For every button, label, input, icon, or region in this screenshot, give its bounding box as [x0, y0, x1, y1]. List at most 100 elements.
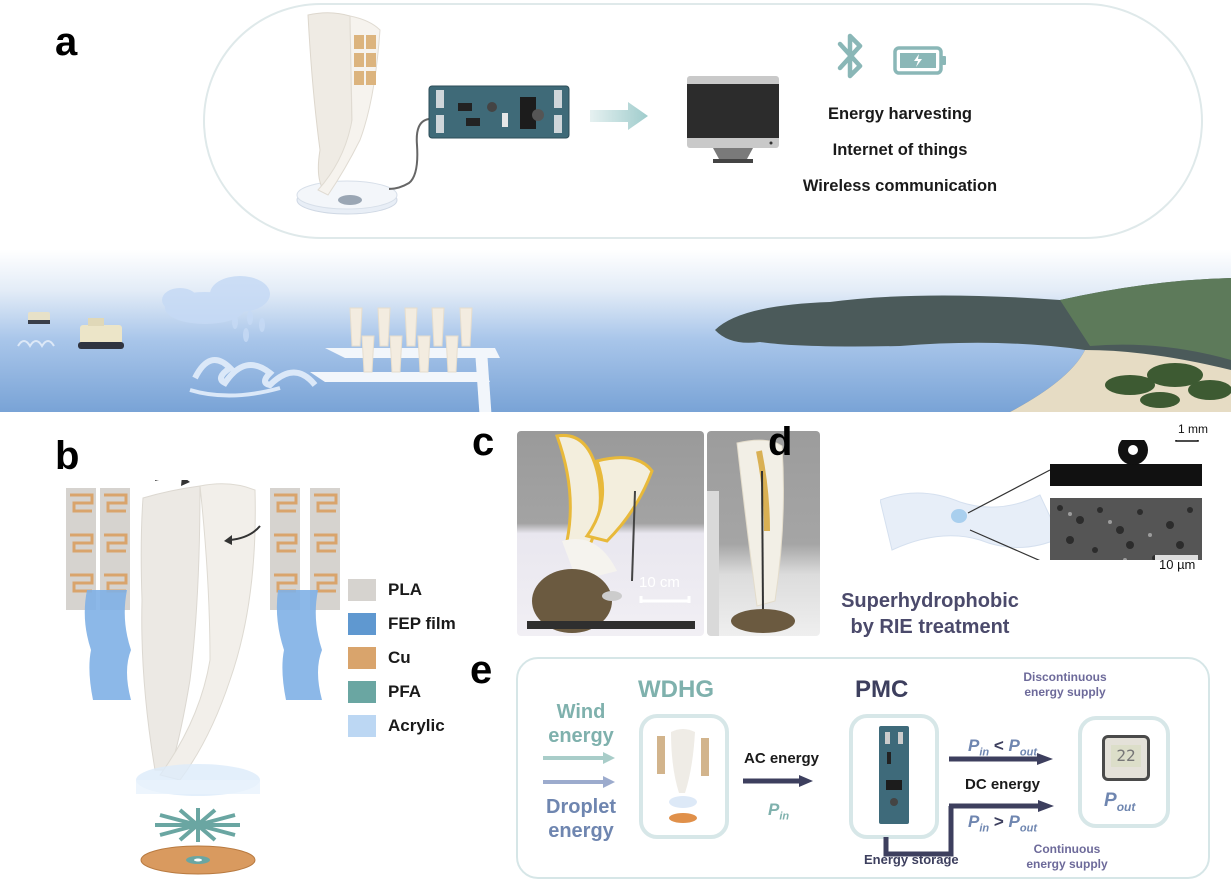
panel-d-label: d [768, 420, 793, 464]
legend-swatch-fep [348, 613, 376, 635]
panel-a-label: a [55, 20, 78, 64]
platform-upper [325, 348, 500, 358]
panel-c-label: c [472, 420, 495, 464]
droplet-line-1: Droplet [546, 796, 616, 818]
dc-energy-label: DC energy [965, 776, 1041, 793]
ac-arrow [743, 775, 813, 787]
superhydrophobic-caption: Superhydrophobic by RIE treatment [820, 588, 1040, 640]
scale-10um-label: 10 µm [1159, 557, 1196, 572]
wind-line-2: energy [548, 725, 614, 747]
less-than-symbol: < [993, 736, 1004, 755]
legend-swatch-pfa [348, 681, 376, 703]
legend-item: PFA [348, 675, 456, 709]
ac-energy-label: AC energy [744, 750, 820, 767]
pin-less-pout-label: Pin < Pout [968, 736, 1037, 758]
pla-blade-left [140, 485, 201, 771]
wind-energy-label: Wind energy [546, 700, 616, 748]
p-subscript: in [779, 810, 790, 823]
film-sheet [880, 492, 1061, 551]
legend-label: PFA [388, 682, 422, 701]
legend-swatch-cu [348, 647, 376, 669]
exploded-turbine-diagram [66, 480, 340, 875]
display-reading: 22 [1111, 745, 1141, 767]
dc-arrow-upper [949, 753, 1053, 765]
wind-line-1: Wind [556, 701, 606, 723]
monitor-icon [687, 76, 779, 163]
electrode-strip-right [270, 488, 340, 610]
pfa-spokes [155, 808, 240, 842]
ship-icon [78, 318, 124, 349]
photo-turbine-closed [707, 431, 820, 636]
wdhg-card [639, 714, 729, 839]
material-legend: PLA FEP film Cu PFA Acrylic [348, 573, 456, 743]
discontinuous-line-2: energy supply [1024, 685, 1106, 699]
small-wave-icon [17, 340, 55, 348]
p-out-label: Pout [1104, 790, 1135, 814]
output-device-card: 22 Pout [1078, 716, 1170, 828]
p-in-label: Pin [768, 800, 789, 822]
wind-turbine-device-icon [296, 12, 398, 215]
energy-storage-label: Energy storage [864, 852, 959, 867]
photo-turbine-open: 10 cm [517, 431, 704, 636]
droplet-energy-label: Droplet energy [538, 795, 624, 843]
legend-label: FEP film [388, 614, 456, 633]
p-subscript: out [1116, 799, 1136, 814]
pmc-title: PMC [855, 676, 909, 703]
caption-line-2: by RIE treatment [850, 616, 1010, 638]
legend-item: Cu [348, 641, 456, 675]
palm-trees [1105, 363, 1231, 408]
p-symbol: P [768, 800, 780, 819]
wdhg-title: WDHG [638, 676, 714, 703]
superhydrophobic-film-diagram [880, 440, 1202, 560]
greater-than-symbol: > [993, 812, 1004, 831]
pmc-card [849, 714, 939, 839]
fep-film-right [276, 590, 322, 700]
p-subscript: in [979, 746, 990, 759]
legend-label: PLA [388, 580, 422, 599]
ocean-scene [0, 250, 1231, 412]
platform-lower [310, 372, 490, 382]
cable-icon [388, 118, 430, 190]
continuous-line-1: Continuous [1033, 842, 1101, 856]
input-arrows [543, 752, 615, 788]
legend-swatch-pla [348, 579, 376, 601]
p-symbol: P [968, 812, 980, 831]
p-subscript: out [1019, 746, 1037, 759]
sem-image [1050, 498, 1202, 560]
energy-flow-panel [516, 657, 1210, 879]
p-symbol: P [968, 736, 980, 755]
legend-item: PLA [348, 573, 456, 607]
contact-angle-image [1050, 464, 1202, 486]
arrow-right-icon [590, 102, 648, 130]
pmc-board-icon [879, 726, 909, 824]
p-symbol: P [1008, 812, 1020, 831]
droplet-line-2: energy [548, 820, 614, 842]
application-iot: Internet of things [832, 141, 968, 159]
application-energy-harvesting: Energy harvesting [828, 105, 972, 123]
panel-b-label: b [55, 434, 80, 478]
thermometer-display: 22 [1102, 735, 1150, 781]
pin-greater-pout-label: Pin > Pout [968, 812, 1037, 834]
legend-label: Cu [388, 648, 411, 667]
panel-e-label: e [470, 648, 493, 692]
discontinuous-supply-label: Discontinuous energy supply [1010, 670, 1120, 700]
turbine-array [349, 307, 473, 373]
dc-arrow-lower-with-storage [883, 800, 1054, 857]
circuit-board-icon [428, 85, 570, 139]
rotation-arrow [229, 525, 261, 541]
battery-charging-icon [893, 46, 946, 75]
ship-icon [28, 312, 50, 324]
water-droplet [951, 509, 967, 523]
electrode-strip-left [66, 488, 130, 610]
p-subscript: out [1019, 822, 1037, 835]
continuous-line-2: energy supply [1026, 857, 1108, 871]
legend-swatch-acrylic [348, 715, 376, 737]
pla-blade-right [159, 483, 256, 781]
p-symbol: P [1008, 736, 1020, 755]
caption-line-1: Superhydrophobic [841, 590, 1019, 612]
fep-film-left [84, 590, 131, 700]
bluetooth-icon [837, 33, 863, 79]
application-wireless: Wireless communication [802, 177, 998, 195]
discontinuous-line-1: Discontinuous [1023, 670, 1107, 684]
legend-label: Acrylic [388, 716, 445, 735]
